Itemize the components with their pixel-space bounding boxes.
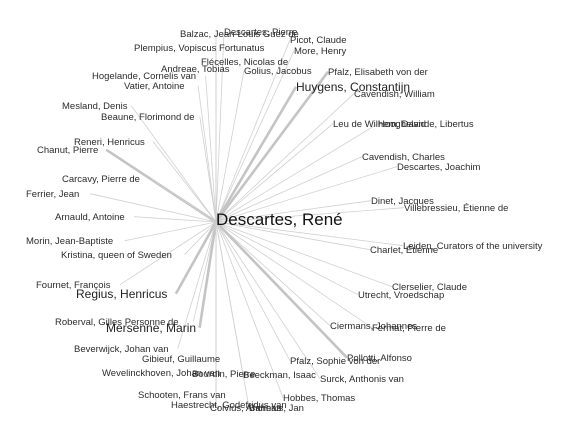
edge-cavendish-charles <box>215 156 363 223</box>
edge-leiden-curators-of-the-university <box>215 221 404 247</box>
edge-hobbes-thomas <box>215 221 284 398</box>
edge-layer <box>90 31 405 408</box>
edge-bannius-jan <box>215 221 250 408</box>
edge-more-henry <box>215 50 295 223</box>
node-label-mesland-denis[interactable]: Mesland, Denis <box>62 101 128 112</box>
edge-pfalz-elisabeth-von-der <box>214 70 330 223</box>
node-label-kristina-queen-of-sweden[interactable]: Kristina, queen of Sweden <box>61 250 172 261</box>
node-label-schooten-frans-van[interactable]: Schooten, Frans van <box>138 390 226 401</box>
node-label-beeckman-isaac[interactable]: Beeckman, Isaac <box>243 370 316 381</box>
node-label-fermat-pierre-de[interactable]: Fermat, Pierre de <box>372 323 446 334</box>
edge-ferrier-jean <box>90 193 217 223</box>
node-label-leiden-curators-of-the-university[interactable]: Leiden, Curators of the university <box>403 241 543 252</box>
edge-vatier-antoine <box>197 85 217 223</box>
node-label-more-henry[interactable]: More, Henry <box>294 46 347 57</box>
edge-descartes-joachim <box>215 166 398 223</box>
edge-pollotti-alfonso <box>215 221 348 359</box>
node-label-plempius-vopiscus-fortunatus[interactable]: Plempius, Vopiscus Fortunatus <box>134 43 265 54</box>
edge-leu-de-wilhem-david <box>215 123 334 223</box>
edge-golius-jacobus <box>215 70 245 223</box>
node-label-villebressieu-etienne-de[interactable]: Villebressieu, Étienne de <box>404 203 508 214</box>
edge-hogelande-cornelis-van <box>205 75 217 223</box>
edge-picot-claude <box>215 39 291 223</box>
node-label-roberval-gilles-personne-de[interactable]: Roberval, Gilles Personne de <box>55 317 179 328</box>
node-label-pfalz-elisabeth-von-der[interactable]: Pfalz, Elisabeth von der <box>328 67 428 78</box>
node-label-picot-claude[interactable]: Picot, Claude <box>290 35 347 46</box>
node-label-flecelles-nicolas-de[interactable]: Flécelles, Nicolas de <box>201 57 288 68</box>
node-label-pfalz-sophie-von-der[interactable]: Pfalz, Sophie von der <box>290 356 380 367</box>
edge-descartes-pierre <box>215 31 225 223</box>
node-label-utrecht-vroedschap[interactable]: Utrecht, Vroedschap <box>358 290 444 301</box>
edge-fournet-francois <box>119 221 217 286</box>
node-label-beverwijck-johan-van[interactable]: Beverwijck, Johan van <box>74 344 169 355</box>
edge-dinet-jacques <box>215 200 372 223</box>
node-label-clerselier-claude[interactable]: Clerselier, Claude <box>392 282 467 293</box>
node-label-descartes-pierre[interactable]: Descartes, Pierre <box>224 27 297 38</box>
edge-fermat-pierre-de <box>215 221 373 329</box>
node-label-reneri-henricus[interactable]: Reneri, Henricus <box>74 137 145 148</box>
edge-morin-jean-baptiste <box>124 221 217 242</box>
edge-reneri-henricus <box>152 141 217 223</box>
node-label-huygens-constantijn[interactable]: Huygens, Constantijn <box>296 80 410 94</box>
node-label-ciermans-johannes[interactable]: Ciermans, Johannes <box>330 321 417 332</box>
node-label-bannius-jan[interactable]: Bannius, Jan <box>249 403 304 414</box>
node-label-arnauld-antoine[interactable]: Arnauld, Antoine <box>55 212 125 223</box>
edge-beverwijck-johan-van <box>177 221 217 349</box>
edge-charlet-etienne <box>215 221 371 251</box>
node-label-golius-jacobus[interactable]: Golius, Jacobus <box>244 66 312 77</box>
node-label-beaune-florimond-de[interactable]: Beaune, Florimond de <box>101 112 194 123</box>
node-label-surck-anthonis-van[interactable]: Surck, Anthonis van <box>320 374 404 385</box>
node-label-mersenne-marin[interactable]: Mersenne, Marin <box>106 321 196 335</box>
node-label-vatier-antoine[interactable]: Vatier, Antoine <box>124 81 185 92</box>
edge-clerselier-claude <box>215 221 393 288</box>
node-label-leu-de-wilhem-david[interactable]: Leu de Wilhem, David <box>333 119 426 130</box>
edge-beaune-florimond-de <box>199 116 217 223</box>
node-label-chanut-pierre[interactable]: Chanut, Pierre <box>37 145 98 156</box>
edge-hooghelande-libertus <box>215 123 379 223</box>
edge-villebressieu-etienne-de <box>215 207 405 223</box>
hub-node-label[interactable]: Descartes, René <box>216 210 343 229</box>
node-label-gibieuf-guillaume[interactable]: Gibieuf, Guillaume <box>142 354 220 365</box>
node-label-andreae-tobias[interactable]: Andreae, Tobias <box>161 64 230 75</box>
node-label-regius-henricus[interactable]: Regius, Henricus <box>76 287 167 301</box>
edge-regius-henricus <box>174 221 218 295</box>
node-label-cavendish-charles[interactable]: Cavendish, Charles <box>362 152 445 163</box>
node-label-charlet-etienne[interactable]: Charlet, Étienne <box>370 245 438 256</box>
edge-mesland-denis <box>130 105 217 223</box>
edge-arnauld-antoine <box>134 216 217 223</box>
node-label-wevelinckhoven-johan-van[interactable]: Wevelinckhoven, Johan van <box>102 368 220 379</box>
node-label-fournet-francois[interactable]: Fournet, François <box>36 280 111 291</box>
node-label-hogelande-cornelis-van[interactable]: Hogelande, Cornelis van <box>92 71 196 82</box>
edge-kristina-queen-of-sweden <box>184 221 217 255</box>
edge-pfalz-sophie-von-der <box>215 221 291 361</box>
edge-ciermans-johannes <box>215 221 331 326</box>
edge-huygens-constantijn <box>214 86 298 223</box>
edge-cavendish-william <box>215 93 355 223</box>
node-label-bourdin-pierre[interactable]: Bourdin, Pierre <box>192 369 255 380</box>
node-label-carcavy-pierre-de[interactable]: Carcavy, Pierre de <box>62 174 140 185</box>
edge-mersenne-marin <box>198 221 218 328</box>
edge-carcavy-pierre-de <box>150 178 217 223</box>
node-label-ferrier-jean[interactable]: Ferrier, Jean <box>26 189 79 200</box>
node-label-hooghelande-libertus[interactable]: Hooghelande, Libertus <box>378 119 474 130</box>
node-label-balzac-jean-louis-guez-de[interactable]: Balzac, Jean-Louis Guez de <box>180 29 299 40</box>
edge-utrecht-vroedschap <box>215 221 359 296</box>
node-label-colvius-andreas[interactable]: Colvius, Andreas <box>210 403 282 414</box>
node-label-morin-jean-baptiste[interactable]: Morin, Jean-Baptiste <box>26 236 113 247</box>
node-label-haestrecht-godefridus-van[interactable]: Haestrecht, Godefridus van <box>171 400 287 411</box>
edge-surck-anthonis-van <box>215 221 321 379</box>
node-label-descartes-joachim[interactable]: Descartes, Joachim <box>397 162 481 173</box>
node-label-pollotti-alfonso[interactable]: Pollotti, Alfonso <box>347 353 412 364</box>
node-label-cavendish-william[interactable]: Cavendish, William <box>354 89 435 100</box>
node-label-hobbes-thomas[interactable]: Hobbes, Thomas <box>283 393 355 404</box>
node-label-dinet-jacques[interactable]: Dinet, Jacques <box>371 196 434 207</box>
